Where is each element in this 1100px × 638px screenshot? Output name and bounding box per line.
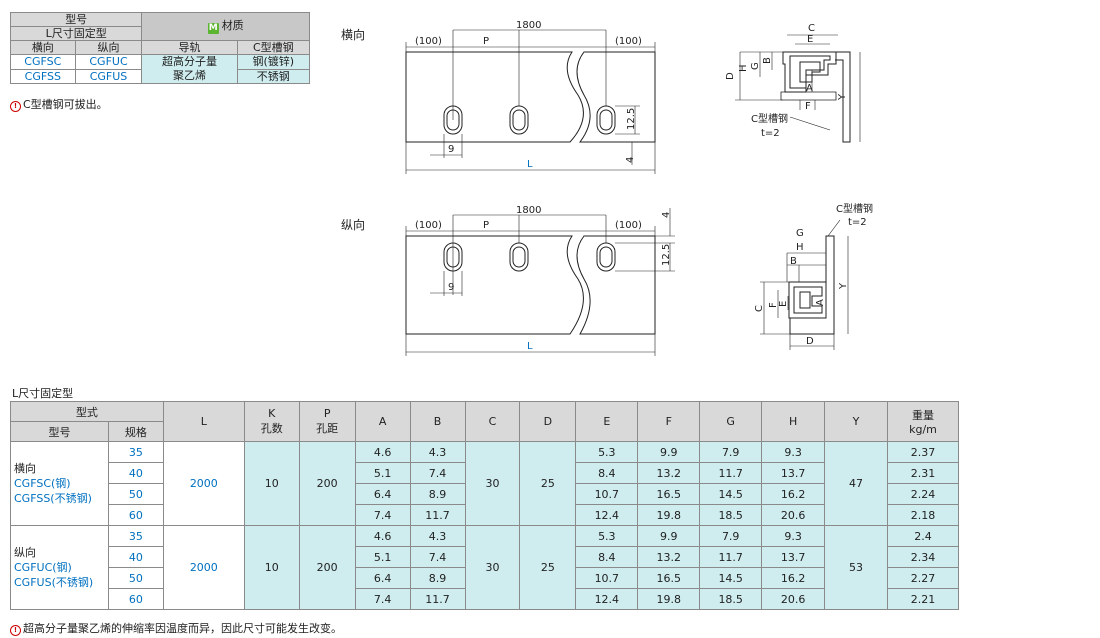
sec-t: t=2 xyxy=(761,128,780,139)
table-row: 60 7.4 11.7 12.4 19.8 18.5 20.6 2.18 xyxy=(11,504,960,526)
sec-y: Y xyxy=(837,93,848,101)
sec-e: E xyxy=(807,34,813,45)
dim-p: P xyxy=(483,36,489,47)
dim-1800: 1800 xyxy=(516,20,541,31)
dim-9: 9 xyxy=(448,144,454,155)
sec-channel: C型槽钢 xyxy=(751,112,788,125)
note-icon: ! xyxy=(10,101,21,112)
col-b: B xyxy=(409,401,466,442)
dim-4-b: 4 xyxy=(661,212,672,218)
dim-100-left: (100) xyxy=(415,36,442,47)
dim-12-5-b: 12.5 xyxy=(661,244,672,266)
table-row: 50 6.4 8.9 10.7 16.5 14.5 16.2 2.27 xyxy=(11,567,960,589)
table-row: 40 5.1 7.4 8.4 13.2 11.7 13.7 2.34 xyxy=(11,546,960,568)
material-m-icon: M xyxy=(207,23,219,34)
dim-12-5: 12.5 xyxy=(626,108,637,130)
col-g: G xyxy=(699,401,763,442)
col-d: D xyxy=(519,401,577,442)
sec-channel-b: C型槽钢 xyxy=(836,202,873,215)
col-vertical: 纵向 xyxy=(74,40,143,55)
col-h: H xyxy=(761,401,826,442)
col-l: L xyxy=(162,401,245,442)
vertical-label: 纵向 xyxy=(341,218,366,232)
sec-f: F xyxy=(805,101,811,112)
sec-a: A xyxy=(806,83,813,94)
dim-p-b: P xyxy=(483,220,489,231)
spec-title: L尺寸固定型 xyxy=(12,387,74,400)
dim-100-left-b: (100) xyxy=(415,220,442,231)
sec-t-b: t=2 xyxy=(848,217,867,228)
sec-h-b: H xyxy=(796,242,804,253)
table-row: 40 5.1 7.4 8.4 13.2 11.7 13.7 2.31 xyxy=(11,462,960,484)
col-form: 型式 xyxy=(10,401,164,422)
col-y: Y xyxy=(824,401,888,442)
table-row: 60 7.4 11.7 12.4 19.8 18.5 20.6 2.21 xyxy=(11,588,960,610)
dim-100-right-b: (100) xyxy=(615,220,642,231)
col-f: F xyxy=(637,401,701,442)
sec-c: C xyxy=(808,23,815,34)
sec-h: H xyxy=(738,64,749,72)
rail-material: 超高分子量聚乙烯 xyxy=(141,54,238,84)
sec-y-b: Y xyxy=(838,282,849,290)
table-row: 50 6.4 8.9 10.7 16.5 14.5 16.2 2.24 xyxy=(11,483,960,505)
col-e: E xyxy=(575,401,639,442)
sec-c-b: C xyxy=(754,305,765,312)
dim-1800-b: 1800 xyxy=(516,205,541,216)
dim-9-b: 9 xyxy=(448,282,454,293)
sec-d: D xyxy=(725,72,736,80)
dim-100-right: (100) xyxy=(615,36,642,47)
sec-e-b: E xyxy=(778,301,789,307)
dim-l-b: L xyxy=(527,341,533,352)
sec-d-b: D xyxy=(806,336,814,347)
col-size: 规格 xyxy=(107,421,164,442)
sec-g: G xyxy=(750,62,761,70)
col-a: A xyxy=(354,401,411,442)
note-icon: ! xyxy=(10,625,21,636)
col-channel: C型槽钢 xyxy=(236,40,311,55)
drawing-top: (100) P 1800 (100) 9 L 12.5 4 C E B G H … xyxy=(405,20,861,174)
dim-l: L xyxy=(527,159,533,170)
sec-b-b: B xyxy=(790,256,797,267)
dim-4: 4 xyxy=(625,157,636,163)
sec-a-b: A xyxy=(815,299,826,306)
col-model: 型号 xyxy=(10,421,109,442)
drawing-bottom: (100) P 1800 (100) 4 12.5 9 L C型槽钢 t=2 G… xyxy=(405,202,873,356)
col-rail: 导轨 xyxy=(141,40,238,55)
horizontal-label: 横向 xyxy=(341,28,366,42)
material-note: !C型槽钢可拔出。 xyxy=(10,96,108,112)
col-c: C xyxy=(464,401,521,442)
model-header: 型号 xyxy=(9,12,143,27)
sec-b: B xyxy=(762,57,773,64)
footnote: !超高分子量聚乙烯的伸缩率因温度而异，因此尺寸可能发生改变。 xyxy=(10,620,342,636)
material-row: CGFSS CGFUS 不锈钢 xyxy=(10,68,311,84)
sec-f-b: F xyxy=(768,302,779,308)
type-header: L尺寸固定型 xyxy=(9,26,143,41)
sec-g-b: G xyxy=(796,228,804,239)
